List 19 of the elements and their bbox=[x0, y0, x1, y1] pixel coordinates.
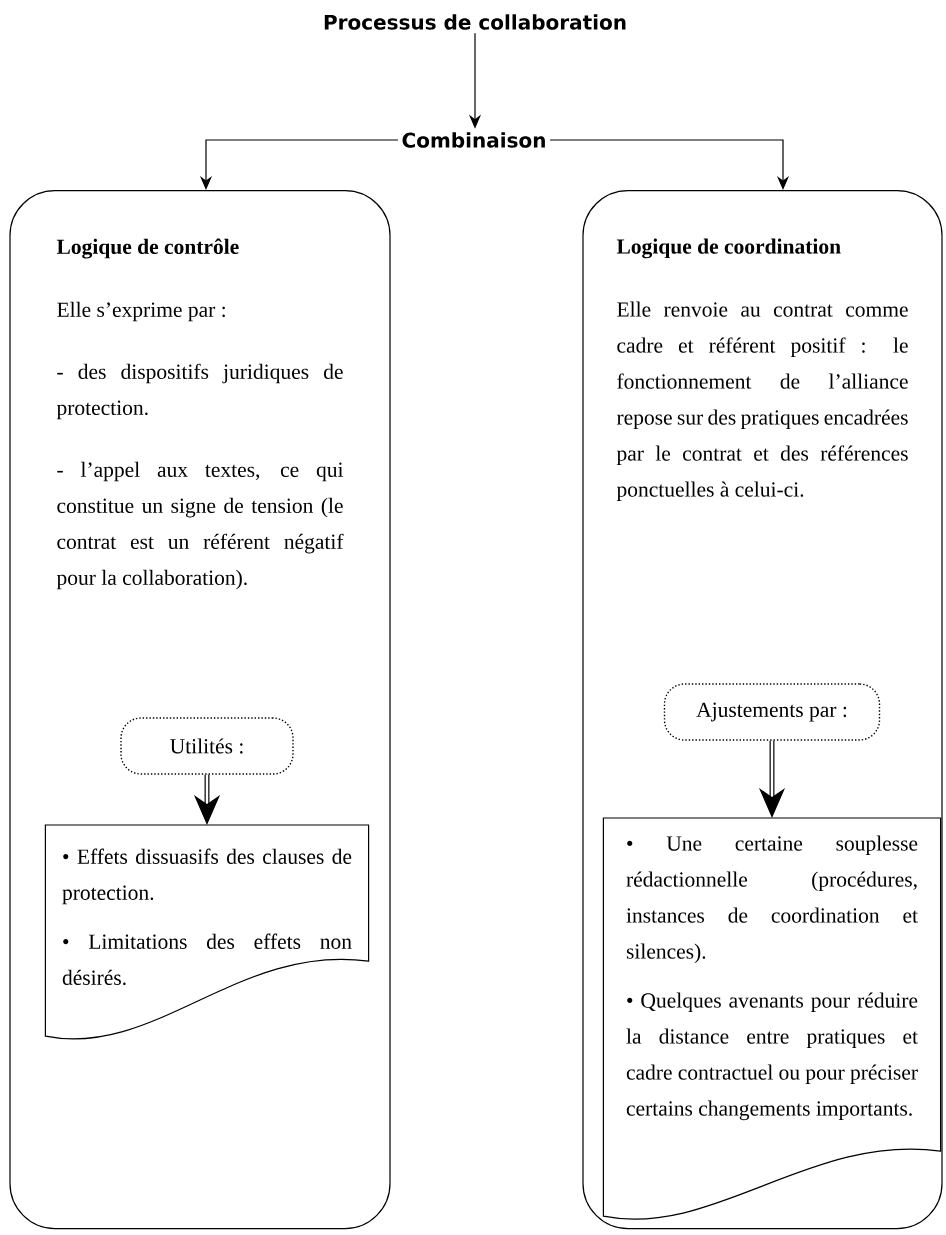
paragraph: - l’appel aux textes, ce qui constitue un signe de tension (le contrat est un référent négatif pour la collaboration). bbox=[56, 461, 344, 590]
rounded-label-box: Utilités : bbox=[120, 717, 294, 775]
paragraph: Elle renvoie au contrat comme cadre et référent positif : le fonctionnement de l’alliance repose sur des pratiques encadrées par le contrat et des références ponctuelles à celui-ci. bbox=[616, 301, 908, 502]
rounded-box bbox=[9, 190, 391, 1230]
document-box bbox=[602, 817, 942, 1220]
bullet-item: • Une certaine souplesse rédactionnelle (procédures, instances de coordination et silences). bbox=[626, 835, 918, 964]
label-text: Combinaison bbox=[402, 132, 545, 148]
arrow bbox=[549, 139, 790, 190]
paragraph: Elle s’exprime par : bbox=[57, 301, 225, 322]
rounded-box bbox=[582, 190, 943, 1230]
rounded-label-box: Ajustements par : bbox=[663, 683, 881, 741]
title-text: Processus de collaboration bbox=[324, 14, 626, 30]
box-heading: Logique de contrôle bbox=[56, 238, 239, 259]
paragraph: - des dispositifs juridiques de protection. bbox=[56, 363, 343, 420]
bullet-item: • Effets dissuasifs des clauses de protection. bbox=[62, 848, 352, 905]
bullet-item: • Limitations des effets non désirés. bbox=[62, 933, 352, 986]
document-box bbox=[44, 824, 370, 1040]
box-heading: Logique de coordination bbox=[616, 238, 841, 259]
bullet-item: • Quelques avenants pour réduire la distance entre pratiques et cadre contractuel ou pour préciser certains changements importants. bbox=[626, 992, 918, 1121]
